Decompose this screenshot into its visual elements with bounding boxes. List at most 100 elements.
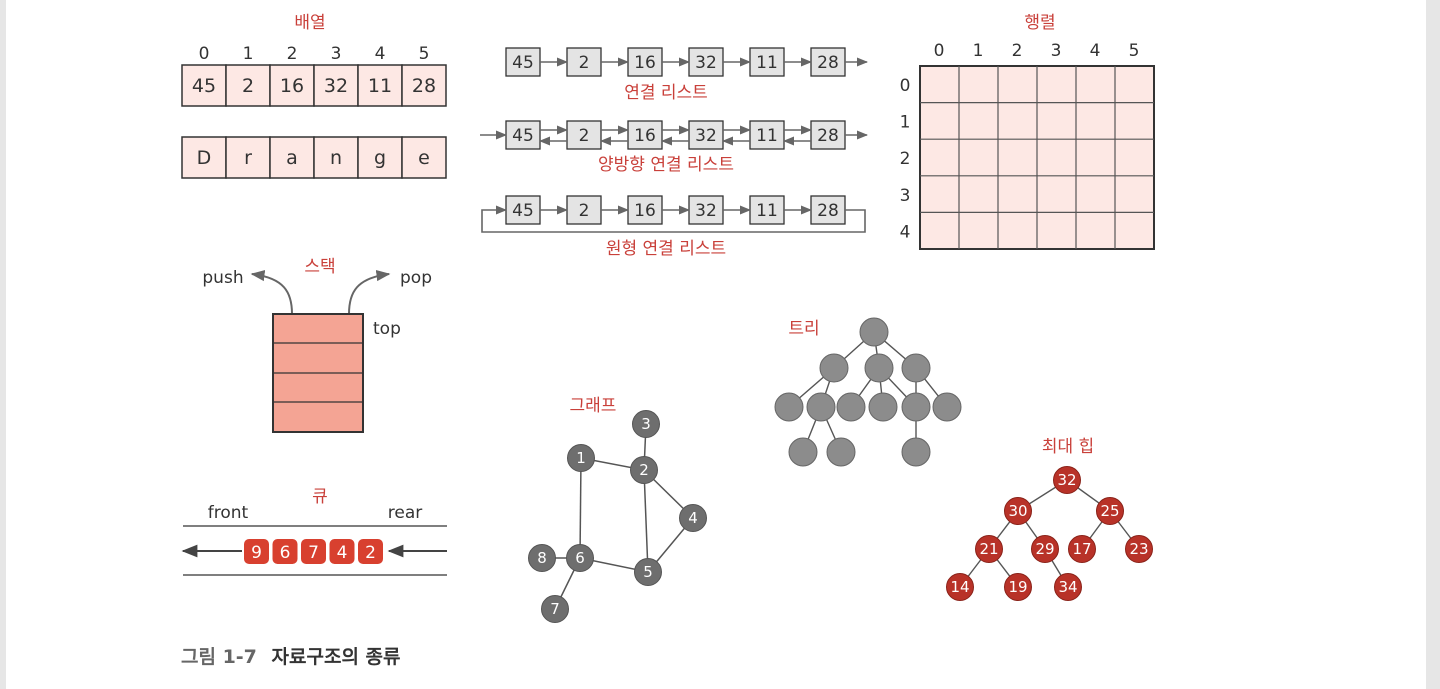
heap-node-value: 34 [1058,578,1077,596]
tree-node [901,392,931,422]
graph-node [679,504,707,532]
figure-number: 그림 1-7 [181,646,257,668]
tree-node [836,392,866,422]
circular-return-link [481,205,866,233]
graph-node-label: 5 [643,563,653,581]
matrix-row-label: 3 [900,186,911,206]
graph-node [566,544,594,572]
heap-node-value: 25 [1100,502,1119,520]
stack-box [272,313,364,433]
list-node-value: 28 [817,201,839,221]
stack-pop-label: pop [400,268,432,288]
heap-node [975,535,1003,563]
matrix-col-label: 1 [973,41,984,61]
queue-item [329,539,355,564]
list-node-value: 32 [695,201,717,221]
list-node-value: 2 [579,53,590,73]
array-cell-value: 16 [280,75,304,97]
list-node-value: 28 [817,53,839,73]
tree-node [859,317,889,347]
tree-node [788,437,818,467]
queue-item [301,539,326,564]
list-node-value: 2 [579,201,590,221]
list-node-value: 45 [512,126,534,146]
graph-node-label: 4 [688,509,698,527]
list-node-value: 32 [695,53,717,73]
heap-node [946,573,974,601]
heap-node-value: 29 [1035,540,1054,558]
graph-title: 그래프 [570,396,617,416]
array-title: 배열 [294,13,325,33]
pop-arrow [348,270,391,315]
list-node-box [749,120,785,150]
array-cell [181,64,227,107]
graph-node [541,595,569,623]
queue-item-value: 4 [337,543,348,563]
heap-node-value: 30 [1008,502,1027,520]
circular-linked-list-label: 원형 연결 리스트 [606,239,726,259]
graph-node [528,544,556,572]
stack-section: 스택 push pop top [202,257,432,433]
tree-title: 트리 [788,319,819,339]
list-node-box [505,120,541,150]
list-node-box [627,120,663,150]
heap-node-value: 17 [1072,540,1091,558]
queue-item [358,539,383,564]
list-node-value: 16 [634,53,656,73]
heap-node [1053,466,1081,494]
matrix-row-label: 1 [900,113,911,133]
tree [774,317,962,467]
array-index-label: 5 [419,44,430,64]
queue-title: 큐 [312,487,328,507]
list-node-box [810,120,846,150]
array-char-value: n [330,147,342,169]
array-index-label: 4 [375,44,386,64]
queue-rear-label: rear [388,503,422,523]
array-char-value: D [197,147,212,169]
heap-node-value: 19 [1008,578,1027,596]
matrix-col-label: 0 [934,41,945,61]
heap-node [1004,497,1032,525]
array-cell [401,64,447,107]
tree-node [826,437,856,467]
heap-node-value: 23 [1129,540,1148,558]
queue-item-value: 2 [365,543,376,563]
tree-node [774,392,804,422]
stack-title: 스택 [304,257,335,277]
graph-node-label: 7 [550,600,560,618]
tree-node [932,392,962,422]
push-arrow [250,270,293,315]
graph-node-label: 1 [576,449,586,467]
stack-push-label: push [202,268,243,288]
list-node-box [566,47,602,77]
graph-node-label: 8 [537,549,547,567]
stack-top-label: top [373,319,401,339]
array-char-cell [313,136,359,179]
array-char-value: a [286,147,298,169]
matrix-col-label: 5 [1129,41,1140,61]
singly-linked-list-label: 연결 리스트 [624,83,708,103]
array-cell-value: 2 [242,75,254,97]
tree-node [806,392,836,422]
figure-caption-text: 자료구조의 종류 [272,646,401,668]
array-index-label: 3 [331,44,342,64]
array-char-value: r [244,147,252,169]
list-node-value: 28 [817,126,839,146]
array-cell-value: 28 [412,75,436,97]
list-node-box [688,120,724,150]
doubly-linked-list-label: 양방향 연결 리스트 [598,155,734,175]
list-node-value: 45 [512,201,534,221]
matrix-row-label: 4 [900,222,911,242]
